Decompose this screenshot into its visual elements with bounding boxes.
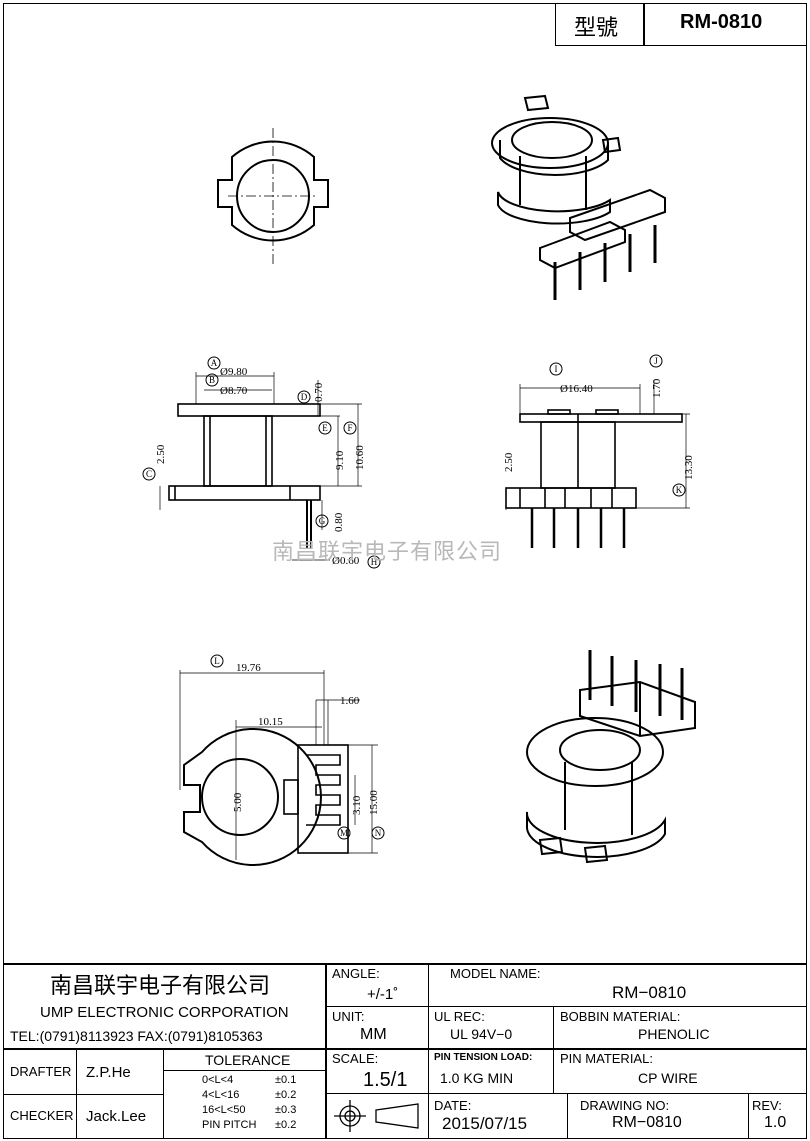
pin-tension-label: PIN TENSION LOAD: [434,1052,533,1063]
model-name-value: RM−0810 [612,983,687,1002]
dim-core: 5.00 [232,792,244,812]
drawing-no-value: RM−0810 [612,1114,682,1131]
date-label: DATE: [434,1098,472,1113]
unit-value: MM [360,1026,387,1043]
drawing-frame [3,3,807,1139]
dim-b: Ø8.70 [220,385,248,397]
dim-m: 3.10 [351,795,363,815]
drafter-value: Z.P.He [86,1064,131,1081]
drawing-no-label: DRAWING NO: [580,1098,670,1113]
marker-i: I [555,364,558,374]
tolerance-range-2: 16<L<50 [202,1104,246,1116]
dim-w1: 10.15 [258,716,283,728]
marker-b: B [209,375,215,385]
drafter-label: DRAFTER [10,1064,72,1079]
tolerance-value-1: ±0.2 [275,1089,297,1101]
front-view [159,372,362,561]
angle-value: +/-1˚ [367,986,399,1003]
marker-c: C [146,469,152,479]
marker-k: K [676,485,683,495]
bottom-view [179,670,378,866]
scale-value: 1.5/1 [363,1069,408,1091]
company-name-cn: 南昌联宇电子有限公司 [50,974,271,999]
bobbin-material-label: BOBBIN MATERIAL: [560,1009,681,1024]
marker-n: N [375,828,382,838]
marker-g: G [319,516,326,526]
dim-c: 2.50 [155,444,167,464]
dim-w2: 1.60 [340,695,360,707]
checker-value: Jack.Lee [86,1108,147,1125]
dim-side-c: 2.50 [503,452,515,472]
dim-g: 0.80 [333,512,345,532]
marker-d: D [301,392,308,402]
model-name-label: MODEL NAME: [450,966,541,981]
technical-drawing: Ø9.80 Ø8.70 0.70 9.10 10.60 2.50 0.80 Ø0… [142,94,696,866]
model-header-box [555,3,807,46]
tolerance-range-3: PIN PITCH [202,1119,257,1131]
dim-h: Ø0.60 [332,555,360,567]
marker-h: H [371,557,378,567]
dim-e: 9.10 [334,450,346,470]
dim-k: 13.30 [683,455,695,480]
model-header-label: 型號 [574,16,619,41]
tolerance-range-1: 4<L<16 [202,1089,240,1101]
marker-a: A [211,358,218,368]
top-view-ring [217,128,329,265]
angle-label: ANGLE: [332,966,380,981]
dim-n: 15.00 [368,790,380,815]
unit-label: UNIT: [332,1009,365,1024]
tolerance-range-0: 0<L<4 [202,1074,234,1086]
dim-a: Ø9.80 [220,366,248,378]
company-tel-fax: TEL:(0791)8113923 FAX:(0791)8105363 [10,1028,263,1044]
tolerance-value-2: ±0.3 [275,1104,297,1116]
checker-label: CHECKER [10,1108,74,1123]
dim-f: 10.60 [354,445,366,470]
pin-material-label: PIN MATERIAL: [560,1051,653,1066]
model-header-divider [643,3,645,46]
rev-label: REV: [752,1098,782,1113]
side-view [505,380,690,548]
iso-view-bobbin-2 [525,650,696,864]
tolerance-label: TOLERANCE [205,1052,291,1068]
tolerance-value-3: ±0.2 [275,1119,297,1131]
company-name-en: UMP ELECTRONIC CORPORATION [40,1004,289,1021]
pin-material-value: CP WIRE [638,1070,698,1086]
pin-tension-value: 1.0 KG MIN [440,1070,514,1086]
marker-f: F [347,423,352,433]
marker-j: J [654,356,658,366]
scale-label: SCALE: [332,1051,379,1066]
dim-i: Ø16.40 [560,383,593,395]
dim-l: 19.76 [236,662,261,674]
dim-j: 1.70 [651,378,663,398]
watermark-text: 南昌联宇电子有限公司 [272,540,503,565]
date-value: 2015/07/15 [442,1114,528,1133]
marker-l: L [214,656,220,666]
rev-value: 1.0 [764,1114,787,1131]
ul-rec-label: UL REC: [434,1009,485,1024]
projection-symbol [334,1100,419,1132]
tolerance-value-0: ±0.1 [275,1074,297,1086]
model-header-value: RM-0810 [680,11,763,33]
ul-rec-value: UL 94V−0 [450,1026,513,1042]
marker-m: M [340,828,348,838]
bobbin-material-value: PHENOLIC [638,1026,710,1042]
marker-e: E [322,423,328,433]
iso-view-bobbin-1 [491,94,666,300]
dim-d: 0.70 [313,382,325,402]
